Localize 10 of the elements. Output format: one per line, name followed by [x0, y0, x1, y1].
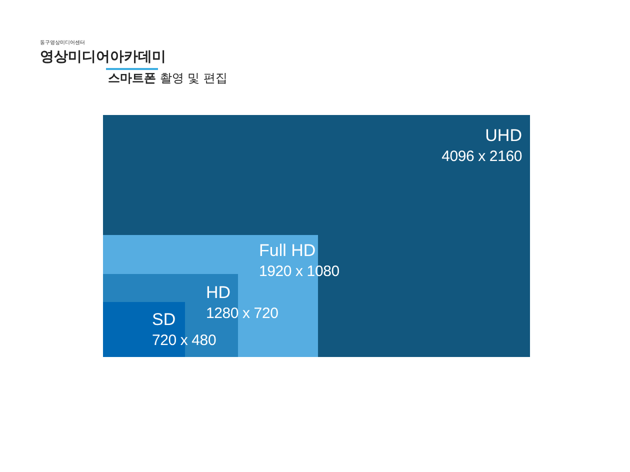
resolution-dimensions: 1920 x 1080 [259, 263, 340, 281]
resolution-name: UHD [484, 126, 522, 146]
academy-title: 영상미디어아카데미 [40, 48, 166, 66]
resolution-dimensions: 1280 x 720 [206, 305, 278, 323]
resolution-rectangle [103, 115, 530, 357]
resolution-name: Full HD [259, 241, 317, 261]
course-subtitle: 스마트폰 촬영 및 편집 [108, 71, 228, 86]
resolution-dimensions: 4096 x 2160 [442, 148, 522, 166]
resolution-name: HD [206, 283, 232, 303]
resolution-dimensions: 720 x 480 [152, 332, 216, 350]
